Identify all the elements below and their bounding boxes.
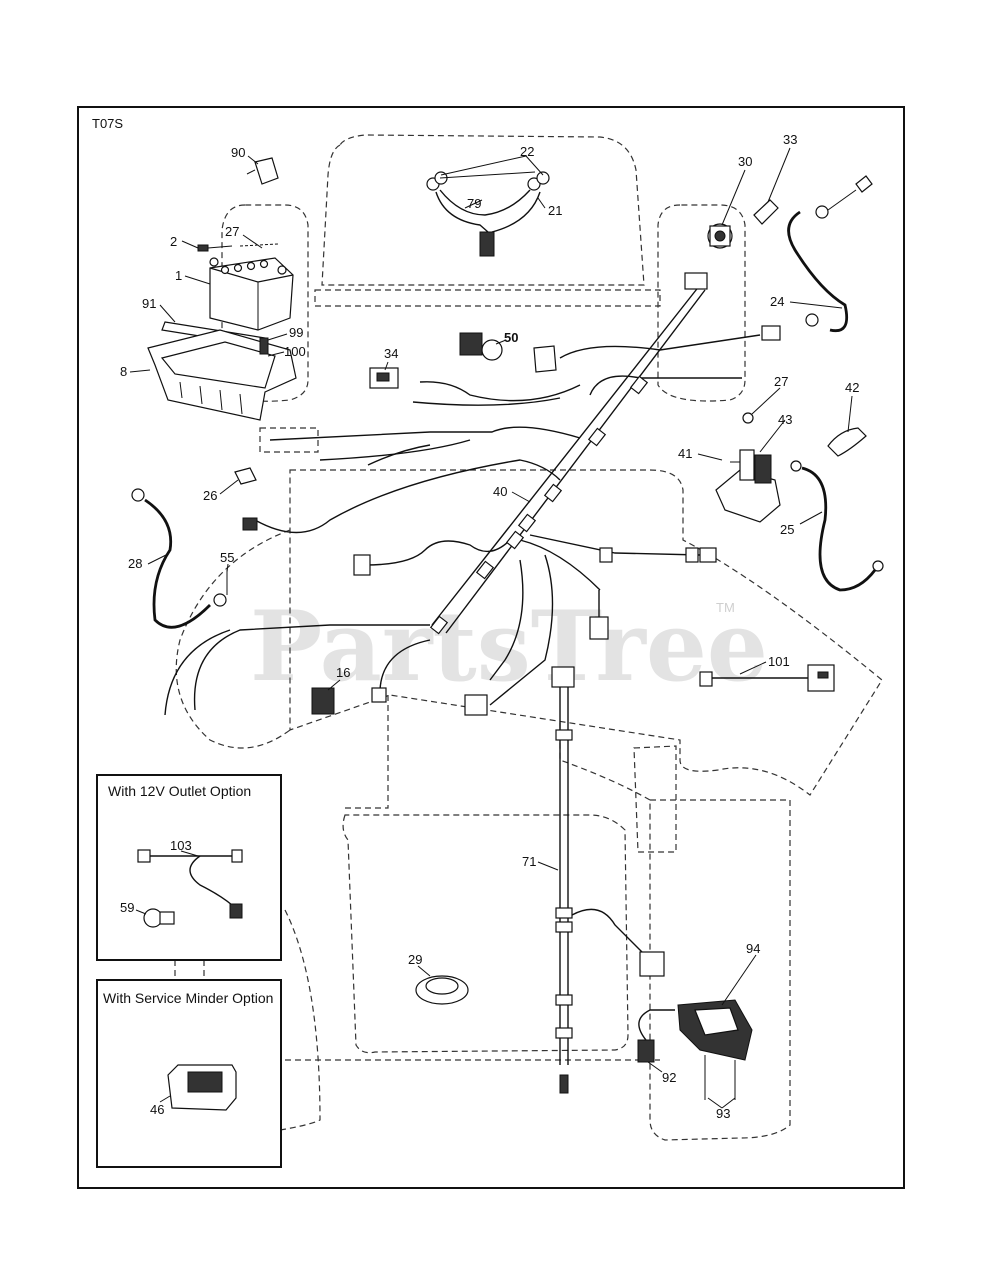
callout-22: 22	[520, 144, 534, 159]
grommet-29	[415, 975, 469, 1005]
relay-16	[311, 687, 335, 715]
callout-93: 93	[716, 1106, 730, 1121]
callout-94: 94	[746, 941, 760, 956]
ignition-switch-30	[707, 223, 733, 249]
callout-29: 29	[408, 952, 422, 967]
battery-tray-8	[147, 329, 297, 421]
inset-minder-title: With Service Minder Option	[103, 990, 273, 1006]
callout-100: 100	[284, 344, 306, 359]
callout-50: 50	[504, 330, 518, 345]
callout-42: 42	[845, 380, 859, 395]
battery	[197, 243, 294, 331]
callout-46: 46	[150, 1102, 164, 1117]
watermark: PartsTree	[250, 590, 768, 703]
callout-26: 26	[203, 488, 217, 503]
cable-28	[131, 488, 227, 629]
callout-59: 59	[120, 900, 134, 915]
inset-12v-outlet: With 12V Outlet Option 103 59	[96, 774, 282, 961]
cable-24	[787, 175, 873, 333]
inset-outlet-title: With 12V Outlet Option	[108, 783, 251, 799]
diagram-frame	[77, 106, 905, 1189]
fuse-holder-90	[246, 157, 279, 185]
callout-90: 90	[231, 145, 245, 160]
watermark-tm: TM	[716, 600, 735, 615]
tractor-outline	[174, 134, 883, 1141]
harness-40	[164, 272, 781, 716]
callout-34: 34	[384, 346, 398, 361]
callout-101: 101	[768, 654, 790, 669]
callout-16: 16	[336, 665, 350, 680]
cable-25	[790, 460, 884, 592]
boot-42	[827, 427, 867, 457]
callout-79: 79	[467, 196, 481, 211]
callout-103: 103	[170, 838, 192, 853]
callout-71: 71	[522, 854, 536, 869]
harness-71	[551, 666, 665, 1094]
callout-33: 33	[783, 132, 797, 147]
connector-33	[753, 199, 779, 225]
callout-1: 1	[175, 268, 182, 283]
callout-27: 27	[225, 224, 239, 239]
switch-50	[459, 332, 557, 373]
callout-92: 92	[662, 1070, 676, 1085]
leader-lines	[129, 147, 853, 1109]
callout-labels: 90 2 27 1 91 99 100 8 22 79 21 30 33 24 …	[120, 132, 859, 1121]
callout-8: 8	[120, 364, 127, 379]
diagram-code: T07S	[92, 116, 123, 131]
callout-41: 41	[678, 446, 692, 461]
harness-101	[699, 664, 835, 692]
callout-40: 40	[493, 484, 507, 499]
callout-21: 21	[548, 203, 562, 218]
callout-43: 43	[778, 412, 792, 427]
module-94	[637, 999, 753, 1100]
callout-2: 2	[170, 234, 177, 249]
callout-27b: 27	[774, 374, 788, 389]
fuse-26	[234, 467, 257, 485]
callout-28: 28	[128, 556, 142, 571]
headlight-assembly	[426, 171, 550, 257]
callout-30: 30	[738, 154, 752, 169]
callout-99: 99	[289, 325, 303, 340]
callout-55: 55	[220, 550, 234, 565]
inset-service-minder: With Service Minder Option 46	[96, 979, 282, 1168]
callout-25: 25	[780, 522, 794, 537]
solenoid-43	[715, 412, 781, 523]
callout-24: 24	[770, 294, 784, 309]
seat-switch-34	[369, 367, 399, 389]
callout-91: 91	[142, 296, 156, 311]
